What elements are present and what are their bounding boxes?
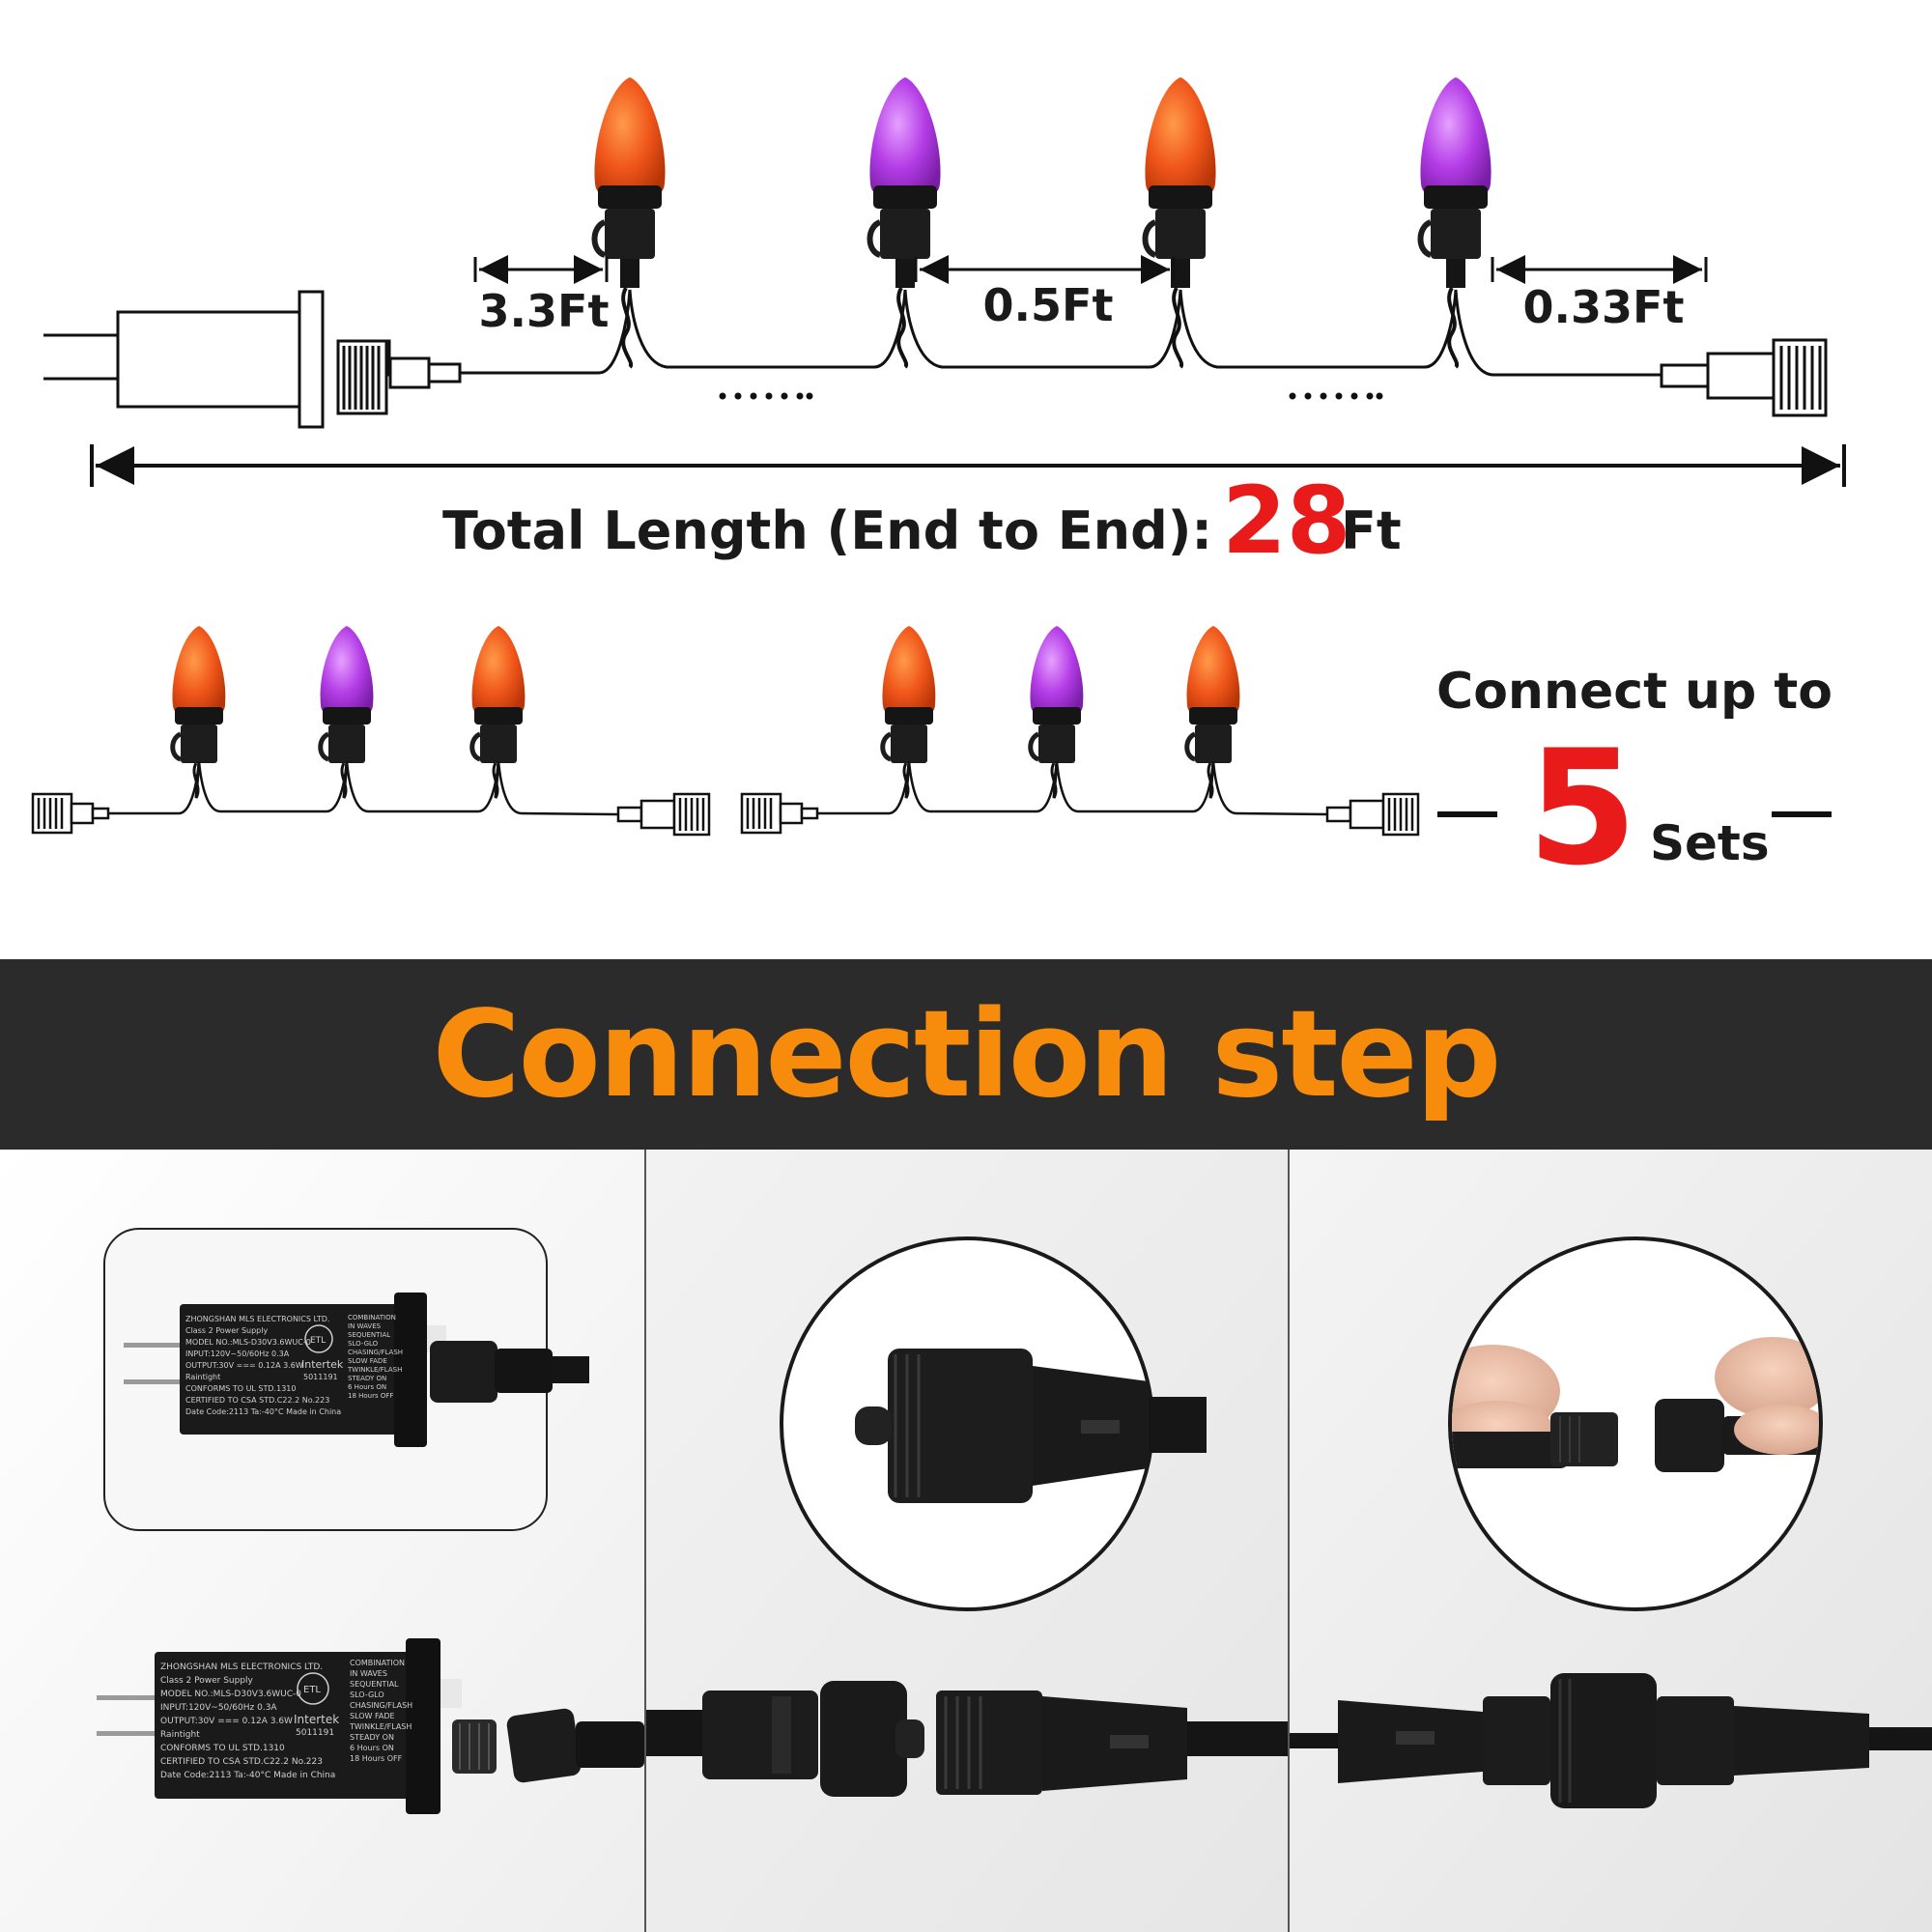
svg-text:6 Hours ON: 6 Hours ON	[348, 1383, 386, 1391]
svg-text:ETL: ETL	[310, 1336, 326, 1346]
spacing-label-0-33ft: 0.33Ft	[1523, 281, 1685, 333]
dimension-0-5ft	[914, 255, 1176, 284]
svg-text:CONFORMS TO UL STD.1310: CONFORMS TO UL STD.1310	[160, 1744, 285, 1753]
small-bulb-orange-1	[170, 626, 226, 799]
connector-photo	[646, 1150, 1288, 1932]
dimension-3-3ft	[473, 255, 609, 284]
step-panel-connected	[1290, 1150, 1932, 1932]
small-bulb-orange-3	[880, 626, 936, 799]
svg-text:5011191: 5011191	[296, 1728, 334, 1738]
svg-text:SLO-GLO: SLO-GLO	[350, 1690, 384, 1699]
adapter-unit-bottom	[97, 1638, 644, 1814]
svg-text:ETL: ETL	[303, 1685, 321, 1695]
svg-text:TWINKLE/FLASH: TWINKLE/FLASH	[349, 1722, 412, 1731]
svg-text:6 Hours ON: 6 Hours ON	[350, 1744, 394, 1752]
bulb-purple-2	[1417, 77, 1492, 369]
svg-text:OUTPUT:30V === 0.12A 3.6W: OUTPUT:30V === 0.12A 3.6W	[160, 1717, 293, 1726]
svg-text:CONFORMS TO UL STD.1310: CONFORMS TO UL STD.1310	[185, 1384, 296, 1393]
svg-text:STEADY ON: STEADY ON	[350, 1733, 394, 1742]
svg-text:CERTIFIED TO CSA STD.C22.2 No.: CERTIFIED TO CSA STD.C22.2 No.223	[185, 1396, 329, 1405]
svg-text:CERTIFIED TO CSA STD.C22.2 No.: CERTIFIED TO CSA STD.C22.2 No.223	[160, 1757, 323, 1767]
svg-text:Intertek: Intertek	[301, 1358, 344, 1371]
svg-text:MODEL NO.:MLS-D30V3.6WUC-0: MODEL NO.:MLS-D30V3.6WUC-0	[160, 1690, 301, 1699]
svg-text:SEQUENTIAL: SEQUENTIAL	[348, 1331, 390, 1339]
hands-closeup-frame	[1448, 1236, 1823, 1611]
dimension-0-33ft	[1491, 255, 1708, 284]
svg-text:TWINKLE/FLASH: TWINKLE/FLASH	[347, 1366, 402, 1374]
connected-photo	[1290, 1150, 1932, 1932]
svg-text:IN WAVES: IN WAVES	[348, 1322, 382, 1330]
ellipsis-dots	[719, 392, 1383, 400]
light-set-2	[740, 760, 1420, 837]
svg-text:18 Hours OFF: 18 Hours OFF	[348, 1392, 393, 1400]
light-set-1	[31, 760, 711, 837]
svg-text:Date Code:2113 Ta:-40°C M: Date Code:2113 Ta:-40°C Made in China	[185, 1407, 341, 1416]
svg-text:Raintight: Raintight	[160, 1730, 200, 1740]
small-bulb-purple-2	[1028, 626, 1084, 799]
svg-text:CHASING/FLASH: CHASING/FLASH	[350, 1701, 412, 1710]
svg-text:Class 2 Power Supply: Class 2 Power Supply	[160, 1676, 254, 1686]
svg-text:COMBINATION: COMBINATION	[348, 1314, 396, 1321]
svg-text:SEQUENTIAL: SEQUENTIAL	[350, 1680, 399, 1689]
small-bulb-purple-1	[318, 626, 374, 799]
adapter-unit-top	[124, 1293, 589, 1447]
connector-pair-unplugged	[646, 1681, 1288, 1797]
svg-text:COMBINATION: COMBINATION	[350, 1659, 405, 1667]
svg-text:Intertek: Intertek	[294, 1713, 339, 1726]
svg-text:OUTPUT:30V === 0.12A 3.6W: OUTPUT:30V === 0.12A 3.6W	[185, 1361, 303, 1370]
spacing-label-0-5ft: 0.5Ft	[983, 279, 1114, 331]
female-connector-icon	[1660, 338, 1828, 417]
svg-text:5011191: 5011191	[303, 1373, 338, 1381]
svg-text:INPUT:120V~50/60Hz 0.3A: INPUT:120V~50/60Hz 0.3A	[160, 1703, 277, 1713]
svg-text:Date Code:2113 Ta:-40°C M: Date Code:2113 Ta:-40°C Made in China	[160, 1771, 335, 1780]
banner-title: Connection step	[432, 984, 1502, 1124]
svg-text:CHASING/FLASH: CHASING/FLASH	[348, 1349, 403, 1356]
string-light-diagram: 3.3Ft 0.5Ft 0.33Ft Total Length (End to …	[31, 77, 1846, 900]
svg-text:SLOW FADE: SLOW FADE	[348, 1357, 387, 1365]
total-length-dimension	[90, 444, 1846, 487]
spacing-label-3-3ft: 3.3Ft	[479, 285, 610, 337]
hands-closeup	[1452, 1337, 1819, 1472]
step-panel-connectors	[646, 1150, 1288, 1932]
small-bulb-orange-4	[1184, 626, 1240, 799]
svg-text:Raintight: Raintight	[185, 1373, 220, 1381]
svg-text:ZHONGSHAN MLS ELECTRONICS LTD.: ZHONGSHAN MLS ELECTRONICS LTD.	[160, 1662, 323, 1672]
total-length-value: 28	[1222, 467, 1351, 575]
total-length-unit: Ft	[1341, 500, 1402, 561]
connect-unit: Sets	[1650, 815, 1770, 871]
panel-divider-1	[644, 1150, 646, 1932]
svg-text:MODEL NO.:MLS-D30V3.6WUC-0: MODEL NO.:MLS-D30V3.6WUC-0	[185, 1338, 311, 1347]
adapter-label-top: ZHONGSHAN MLS ELECTRONICS LTD. Class 2 P…	[185, 1314, 403, 1416]
svg-text:INPUT:120V~50/60Hz 0.3A: INPUT:120V~50/60Hz 0.3A	[185, 1350, 290, 1358]
connect-up-to-text: Connect up to	[1436, 663, 1833, 721]
connect-count: 5	[1527, 716, 1637, 900]
male-connector-icon	[336, 339, 462, 415]
svg-text:SLOW FADE: SLOW FADE	[350, 1712, 395, 1720]
svg-text:IN WAVES: IN WAVES	[350, 1669, 387, 1678]
svg-text:SLO-GLO: SLO-GLO	[348, 1340, 379, 1348]
panel-divider-2	[1288, 1150, 1290, 1932]
adapter-photo: ZHONGSHAN MLS ELECTRONICS LTD. Class 2 P…	[0, 1150, 644, 1932]
connector-closeup	[855, 1349, 1207, 1503]
svg-text:18 Hours OFF: 18 Hours OFF	[350, 1754, 403, 1763]
svg-text:Class 2 Power Supply: Class 2 Power Supply	[185, 1326, 268, 1335]
adapter-label-bottom: ZHONGSHAN MLS ELECTRONICS LTD. Class 2 P…	[160, 1659, 412, 1780]
small-bulb-orange-2	[469, 626, 526, 799]
bulb-orange-2	[1142, 77, 1216, 369]
svg-text:STEADY ON: STEADY ON	[348, 1375, 386, 1382]
connection-step-banner: Connection step	[0, 959, 1932, 1150]
bulb-orange-1	[591, 77, 666, 369]
svg-text:ZHONGSHAN MLS ELECTRONICS LTD.: ZHONGSHAN MLS ELECTRONICS LTD.	[185, 1315, 329, 1323]
total-length-text: Total Length (End to End):	[442, 500, 1212, 561]
connector-pair-connected	[1290, 1673, 1932, 1808]
step-panel-adapter: ZHONGSHAN MLS ELECTRONICS LTD. Class 2 P…	[0, 1150, 644, 1932]
bulb-purple-1	[867, 77, 941, 369]
